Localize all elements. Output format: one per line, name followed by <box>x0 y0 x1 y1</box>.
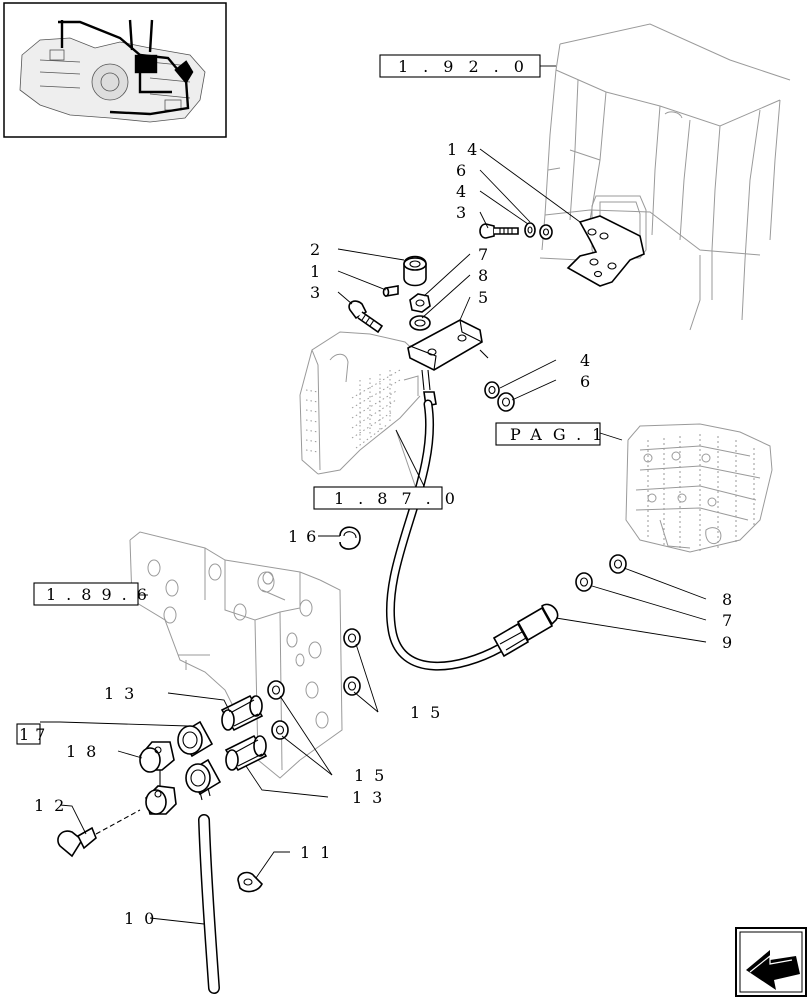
callout-3-middle: 3 <box>310 283 320 302</box>
coupler-13-lower <box>224 734 268 772</box>
callout-6-middle: 6 <box>580 372 590 391</box>
locator-thumbnail <box>3 2 227 138</box>
washer-15-a <box>343 628 361 648</box>
knob-2 <box>403 255 427 287</box>
callout-17: 11 <box>300 843 340 862</box>
bolt-3-middle <box>348 300 384 334</box>
bracket-14 <box>566 215 645 287</box>
bolt-12 <box>57 809 141 858</box>
washer-4-upper <box>524 222 536 238</box>
washer-7-upper <box>409 315 431 331</box>
washer-4-middle <box>484 381 500 399</box>
washer-6-upper <box>539 224 553 240</box>
ref-box-1920[interactable]: 1.92.0 <box>379 54 541 78</box>
callout-2: 2 <box>310 240 320 259</box>
callout-16: 16 <box>288 527 324 546</box>
callout-12: 12 <box>34 796 74 815</box>
ref-box-1896[interactable]: 1.89.6 <box>33 582 157 606</box>
hose-clip-17 <box>237 871 263 893</box>
callout-9: 9 <box>722 633 732 652</box>
callout-4-upper: 4 <box>456 182 466 201</box>
nut-6-middle <box>497 392 515 412</box>
callout-7-lower: 7 <box>722 611 732 630</box>
control-cable-9 <box>386 369 559 671</box>
svg-text:1.89.6: 1.89.6 <box>46 585 157 604</box>
leader-lines <box>40 65 707 925</box>
clip-16 <box>339 526 361 550</box>
callout-5: 5 <box>478 288 488 307</box>
tractor-cab-outline <box>539 23 791 331</box>
nut-7-lower <box>575 572 593 592</box>
callout-3-upper: 3 <box>456 203 466 222</box>
callout-13-lower: 13 <box>352 788 392 807</box>
callout-15-right: 15 <box>410 703 450 722</box>
callout-6-upper: 6 <box>456 161 466 180</box>
coupler-13-upper <box>220 694 264 732</box>
nut-8-upper <box>409 293 431 313</box>
ref-box-11[interactable]: 17 <box>16 723 51 745</box>
svg-text:PAG.1: PAG.1 <box>510 425 613 444</box>
callout-4-middle: 4 <box>580 351 590 370</box>
callout-14: 14 <box>447 140 487 159</box>
fender-panel-outline <box>299 331 421 501</box>
callout-11: 17 <box>19 725 51 744</box>
washer-8-lower <box>609 554 627 574</box>
sleeve-11-upper <box>177 720 214 758</box>
callout-18: 18 <box>66 742 106 761</box>
control-valve-block-outline <box>625 423 773 553</box>
callout-labels: 14 6 4 3 2 1 3 7 8 5 4 6 16 8 7 9 13 15 … <box>34 140 732 928</box>
callout-13-upper: 13 <box>104 684 144 703</box>
washer-15-c <box>267 680 285 700</box>
sleeve-11-lower <box>185 758 222 801</box>
svg-text:1.87.0: 1.87.0 <box>334 489 469 508</box>
callout-1: 1 <box>310 262 320 281</box>
pin-1 <box>382 285 399 297</box>
callout-15-lower: 15 <box>354 766 394 785</box>
callout-8-lower: 8 <box>722 590 732 609</box>
callout-10: 10 <box>124 909 164 928</box>
mounting-plate-outline <box>129 531 343 779</box>
washer-15-d <box>271 720 289 740</box>
svg-text:1.92.0: 1.92.0 <box>398 57 539 76</box>
callout-8-upper: 8 <box>478 266 488 285</box>
washer-15-b <box>343 676 361 696</box>
ref-box-pag[interactable]: PAG.1 <box>495 422 613 446</box>
arrow-next-page-icon[interactable] <box>735 927 807 997</box>
bolt-3-upper <box>479 223 519 239</box>
clamp-18 <box>139 741 177 815</box>
ref-box-1870[interactable]: 1.87.0 <box>313 486 469 510</box>
hose-10 <box>198 814 220 994</box>
callout-7-upper: 7 <box>478 245 488 264</box>
